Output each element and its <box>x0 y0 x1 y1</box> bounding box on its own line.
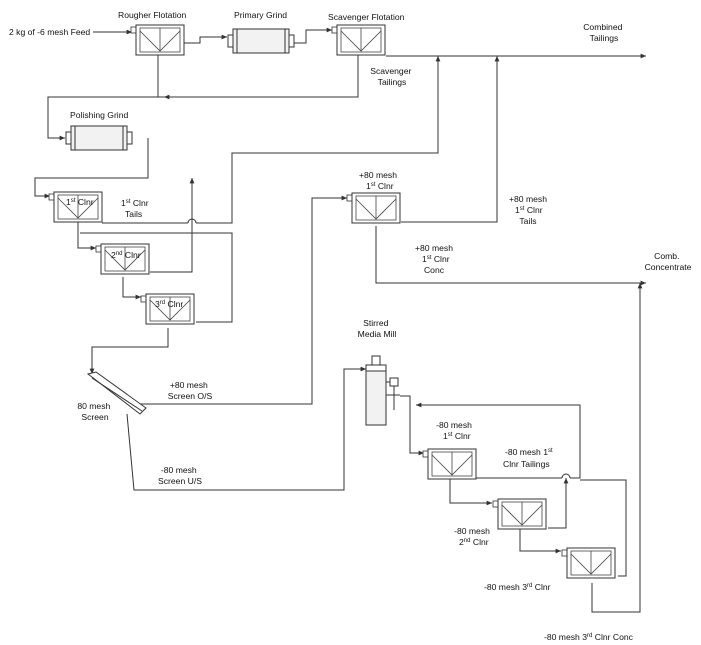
minus80-cleaner-1-cell <box>422 448 477 480</box>
scavenger-tailings-label: Scavenger Tailings <box>370 66 413 87</box>
cleaner-3-label: 3rd Clnr <box>155 299 183 309</box>
plus80-cleaner-1-cell <box>346 192 401 224</box>
screen-us-label: -80 mesh Screen U/S <box>158 465 202 486</box>
rougher-flotation-cell <box>130 24 185 56</box>
plus80-tails-label-line2: 1st Clnr <box>515 205 543 215</box>
scavenger-flotation-label: Scavenger Flotation <box>328 12 405 22</box>
minus80-cleaner-2-cell <box>492 498 547 530</box>
minus80-cleaner-2-label: -80 mesh <box>454 526 490 536</box>
screen-os-label: +80 mesh Screen O/S <box>168 380 213 401</box>
rougher-flotation-label: Rougher Flotation <box>118 10 187 20</box>
screen-label: 80 mesh Screen <box>77 401 112 422</box>
minus80-cleaner-1-tailings-label: -80 mesh 1st Clnr Tailings <box>503 444 555 469</box>
plus80-tails-label-line3: Tails <box>519 216 536 226</box>
flow-lines <box>34 27 646 613</box>
minus80-cleaner-3-label: -80 mesh 3rd Clnr <box>484 582 551 592</box>
stirred-media-mill <box>365 355 400 426</box>
cleaner-1-tails-label: 1st Clnr Tails <box>121 198 151 219</box>
polishing-grind-label: Polishing Grind <box>70 110 128 120</box>
plus80-cleaner-1-label-line2: 1st Clnr <box>366 181 394 191</box>
cleaner-2-label: 2nd Clnr <box>111 250 141 260</box>
primary-grind-label: Primary Grind <box>234 10 287 20</box>
plus80-conc-label-line2: 1st Clnr <box>422 254 450 264</box>
scavenger-flotation-cell <box>331 24 386 56</box>
comb-concentrate-label: Comb. Concentrate <box>645 251 692 272</box>
stirred-media-mill-label: Stirred Media Mill <box>358 318 397 339</box>
minus80-cleaner-3-conc-label: -80 mesh 3rd Clnr Conc <box>544 632 634 642</box>
plus80-cleaner-1-label: +80 mesh <box>359 170 397 180</box>
polishing-grind-mill <box>65 125 133 151</box>
primary-grind-mill <box>227 28 295 54</box>
minus80-cleaner-1-label: -80 mesh <box>436 420 472 430</box>
feed-label: 2 kg of -6 mesh Feed <box>9 27 90 37</box>
plus80-conc-label: +80 mesh <box>415 243 453 253</box>
minus80-cleaner-2-label-line2: 2nd Clnr <box>459 537 489 547</box>
minus80-cleaner-3-cell <box>561 547 616 579</box>
cleaner-1-label: 1st Clnr <box>66 197 94 207</box>
combined-tailings-label: Combined Tailings <box>583 22 625 43</box>
plus80-tails-label: +80 mesh <box>509 194 547 204</box>
screen-80-mesh <box>86 371 147 415</box>
plus80-conc-label-line3: Conc <box>424 265 445 275</box>
minus80-cleaner-1-label-line2: 1st Clnr <box>443 431 471 441</box>
